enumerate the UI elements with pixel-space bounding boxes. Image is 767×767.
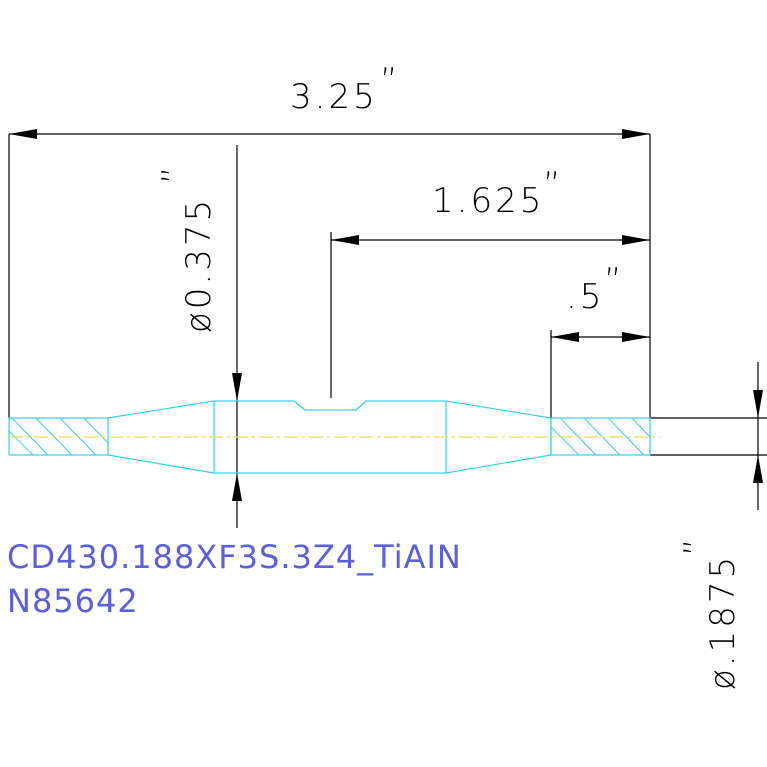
shank-length-arrow-left — [331, 235, 359, 245]
tip-length-arrow-left — [551, 332, 579, 342]
shank-length-unit: ” — [543, 165, 564, 205]
tip-diameter-arrow-bottom — [753, 455, 763, 483]
body-top-profile — [214, 400, 446, 411]
hatch-line — [631, 417, 651, 438]
body-diameter-value: ø0.375 — [179, 197, 219, 333]
hatch-line — [8, 430, 34, 456]
shank-length-value: 1.625 — [432, 181, 544, 221]
tip-diameter-dimension: ø.1875 ” — [650, 362, 767, 690]
part-code-label: N85642 — [7, 582, 139, 620]
tip-diameter-value: ø.1875 — [703, 554, 743, 690]
overall-length-dimension: 3.25 ” — [8, 61, 651, 418]
shank-length-arrow-right — [622, 235, 650, 245]
hatch-line — [550, 426, 580, 456]
tip-length-unit: ” — [604, 261, 625, 301]
tip-length-value: .5 — [566, 277, 604, 317]
body-diameter-dimension: ø0.375 ” — [155, 145, 242, 528]
overall-length-arrow-left — [9, 129, 37, 139]
part-number-label: CD430.188XF3S.3Z4_TiAIN — [7, 538, 462, 576]
tip-diameter-unit: ” — [677, 535, 717, 556]
hatch-line — [83, 417, 109, 444]
overall-length-arrow-right — [622, 129, 650, 139]
body-diameter-unit: ” — [155, 163, 195, 184]
body-diameter-arrow-top — [232, 373, 242, 401]
tip-length-dimension: .5 ” — [550, 261, 650, 418]
body-diameter-arrow-bottom — [232, 473, 242, 501]
tip-length-arrow-right — [622, 332, 650, 342]
overall-length-unit: ” — [380, 61, 401, 101]
shank-length-dimension: 1.625 ” — [330, 165, 650, 398]
overall-length-value: 3.25 — [290, 77, 378, 117]
hatch-line — [607, 417, 645, 456]
tip-diameter-arrow-top — [753, 390, 763, 418]
